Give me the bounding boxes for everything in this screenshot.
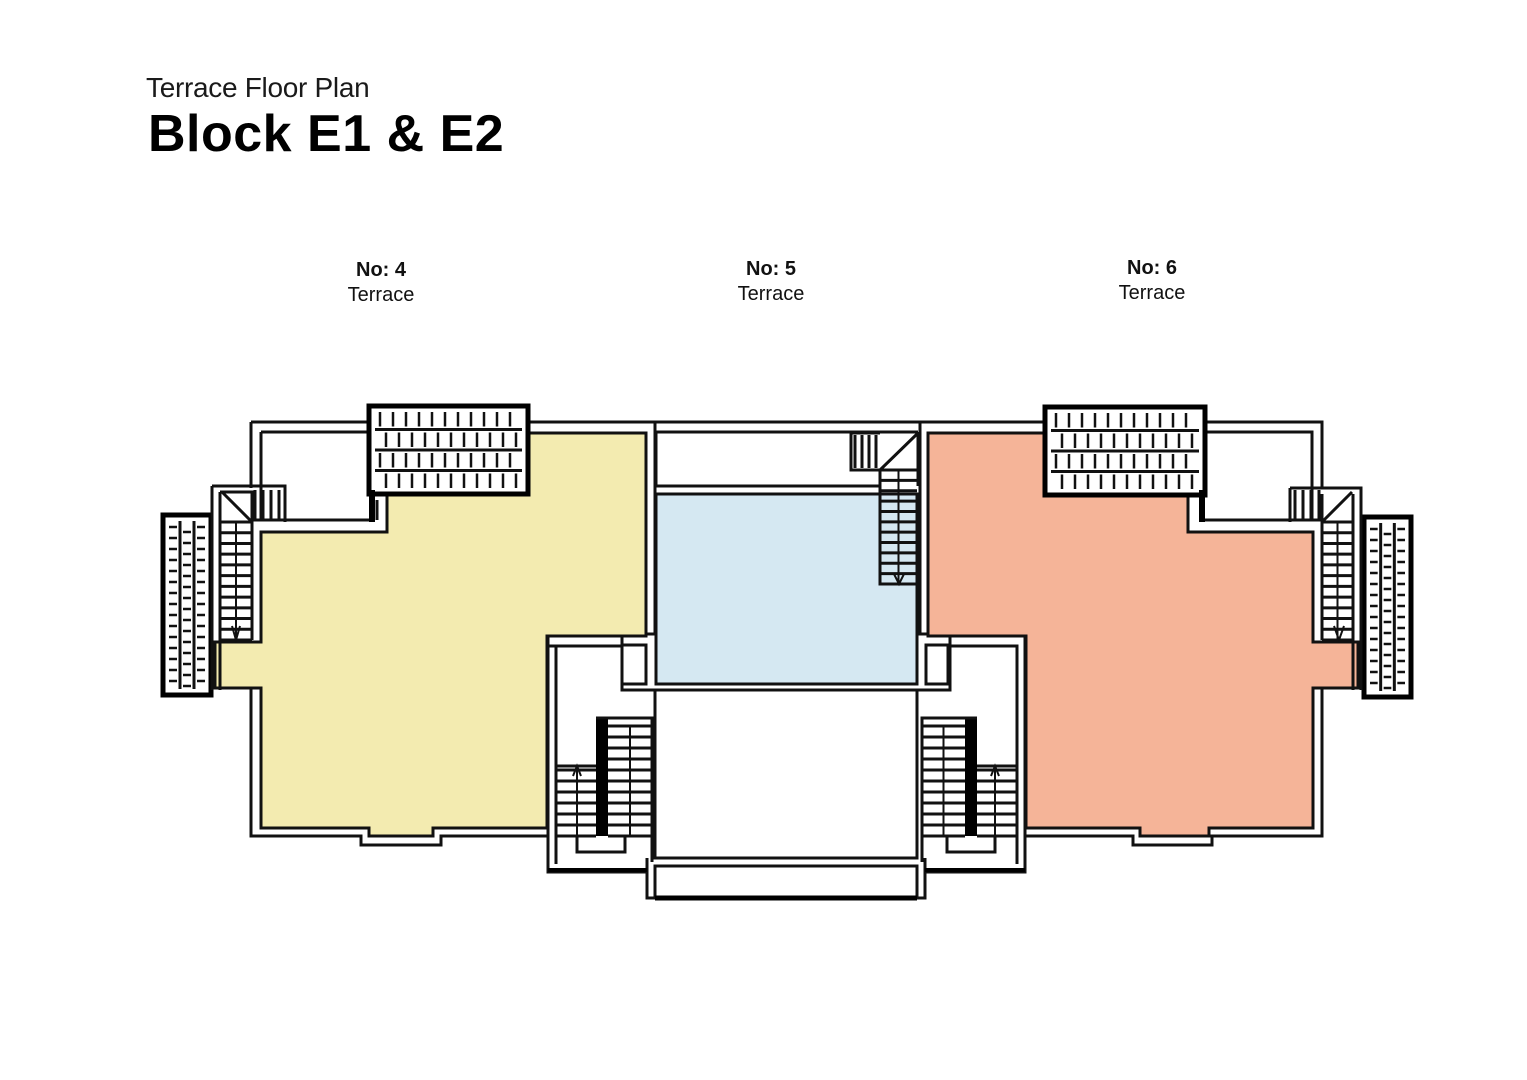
- unit-label-4: No: 4 Terrace: [281, 258, 481, 308]
- unit-type: Terrace: [1118, 282, 1186, 304]
- plan-title: Block E1 & E2: [148, 105, 505, 163]
- unit-number: No: 5: [746, 258, 796, 280]
- pergola-unit-4: [366, 403, 531, 522]
- plan-subtitle: Terrace Floor Plan: [146, 72, 370, 103]
- core-stair-left: [557, 716, 654, 862]
- unit-label-5: No: 5 Terrace: [671, 257, 871, 307]
- unit-6-terrace[interactable]: [918, 420, 1360, 847]
- unit-5-terrace[interactable]: [620, 420, 952, 692]
- core-stair-right: [920, 716, 1016, 862]
- unit-label-6: No: 6 Terrace: [1052, 256, 1252, 306]
- stair-unit-5: [849, 431, 919, 587]
- pergola-unit-6: [1042, 404, 1208, 522]
- pergola-left: [160, 512, 214, 698]
- unit-4-terrace[interactable]: [213, 420, 657, 847]
- stair-unit-6: [1288, 486, 1363, 690]
- central-core: [546, 644, 1027, 901]
- unit-number: No: 6: [1127, 257, 1177, 279]
- stair-unit-4: [210, 484, 287, 690]
- unit-5-fill: [654, 492, 919, 686]
- pergola-right: [1361, 514, 1414, 700]
- unit-type: Terrace: [347, 284, 415, 306]
- unit-type: Terrace: [737, 283, 805, 305]
- unit-number: No: 4: [356, 259, 406, 281]
